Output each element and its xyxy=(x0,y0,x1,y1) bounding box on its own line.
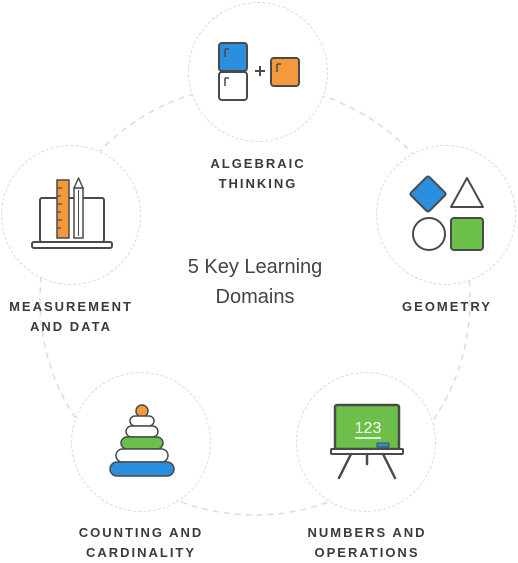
node-measurement-and-data xyxy=(1,145,141,285)
stacking-rings-icon xyxy=(109,404,175,477)
label-line-1: GEOMETRY xyxy=(402,299,492,314)
label-line-1: ALGEBRAIC xyxy=(210,156,306,171)
node-geometry xyxy=(376,145,516,285)
shapes-icon xyxy=(409,175,484,251)
label-line-2: OPERATIONS xyxy=(314,545,420,560)
label-line-2: THINKING xyxy=(218,176,298,191)
label-algebraic-thinking: ALGEBRAIC THINKING xyxy=(188,154,328,194)
label-geometry: GEOMETRY xyxy=(386,297,508,317)
label-line-2: AND DATA xyxy=(30,319,112,334)
chalkboard-icon: 123 xyxy=(330,403,404,480)
center-title-line-1: 5 Key Learning xyxy=(187,256,323,278)
label-line-1: NUMBERS AND xyxy=(307,525,427,540)
algebra-blocks-icon xyxy=(218,42,300,101)
label-counting-and-cardinality: COUNTING AND CARDINALITY xyxy=(62,523,220,563)
label-measurement-and-data: MEASUREMENT AND DATA xyxy=(0,297,142,337)
label-line-1: COUNTING AND xyxy=(78,525,204,540)
label-line-2: CARDINALITY xyxy=(85,545,197,560)
node-numbers-and-operations: 123 xyxy=(296,372,436,512)
label-line-1: MEASUREMENT xyxy=(9,299,133,314)
node-algebraic-thinking xyxy=(188,2,328,142)
laptop-ruler-pencil-icon xyxy=(31,177,113,249)
board-text: 123 xyxy=(355,420,382,437)
label-numbers-and-operations: NUMBERS AND OPERATIONS xyxy=(288,523,446,563)
center-title-line-2: Domains xyxy=(215,286,295,308)
center-title: 5 Key Learning Domains xyxy=(150,252,360,312)
node-counting-and-cardinality xyxy=(71,372,211,512)
